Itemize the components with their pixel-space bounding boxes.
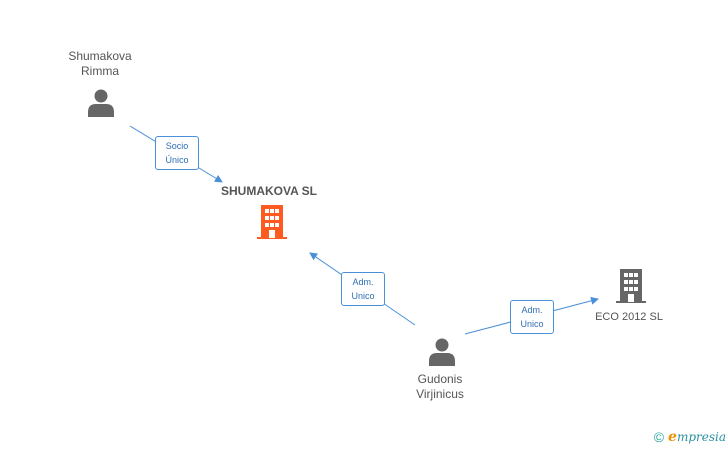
company-name: SHUMAKOVA SL <box>221 184 317 198</box>
node-name-line2: Rimma <box>81 64 119 78</box>
edge-label-adm-unico[interactable]: Adm. Unico <box>510 300 554 334</box>
edge-label-line1: Socio <box>165 141 189 151</box>
person-icon[interactable] <box>86 88 116 118</box>
edge-label-line1: Adm. <box>352 277 374 287</box>
building-icon[interactable] <box>616 269 646 303</box>
edge-label-socio-unico[interactable]: Socio Único <box>155 136 199 170</box>
edge-label-line1: Adm. <box>521 305 543 315</box>
company-name: ECO 2012 SL <box>595 311 663 323</box>
node-name-line1: Gudonis <box>417 372 463 386</box>
edge-label-adm-unico[interactable]: Adm. Unico <box>341 272 385 306</box>
person-icon[interactable] <box>427 337 457 367</box>
brand-first-letter: e <box>668 429 677 445</box>
node-label-eco-2012-sl[interactable]: ECO 2012 SL <box>580 310 678 325</box>
building-icon[interactable] <box>257 205 287 239</box>
node-label-gudonis-virjinicus[interactable]: Gudonis Virjinicus <box>395 372 485 402</box>
edge-label-line2: Único <box>165 155 189 165</box>
brand-name-rest: mpresia <box>676 430 726 444</box>
copyright-symbol: © <box>653 429 665 445</box>
empresia-logo: © empresia <box>654 428 726 446</box>
node-name-line1: Shumakova <box>68 49 132 63</box>
edge-label-line2: Unico <box>520 319 544 329</box>
node-label-shumakova-sl[interactable]: SHUMAKOVA SL <box>209 184 329 199</box>
edge-label-line2: Unico <box>351 291 375 301</box>
node-label-shumakova-rimma[interactable]: Shumakova Rimma <box>55 49 145 79</box>
node-name-line2: Virjinicus <box>416 387 464 401</box>
brand-name: empresia <box>668 429 726 445</box>
